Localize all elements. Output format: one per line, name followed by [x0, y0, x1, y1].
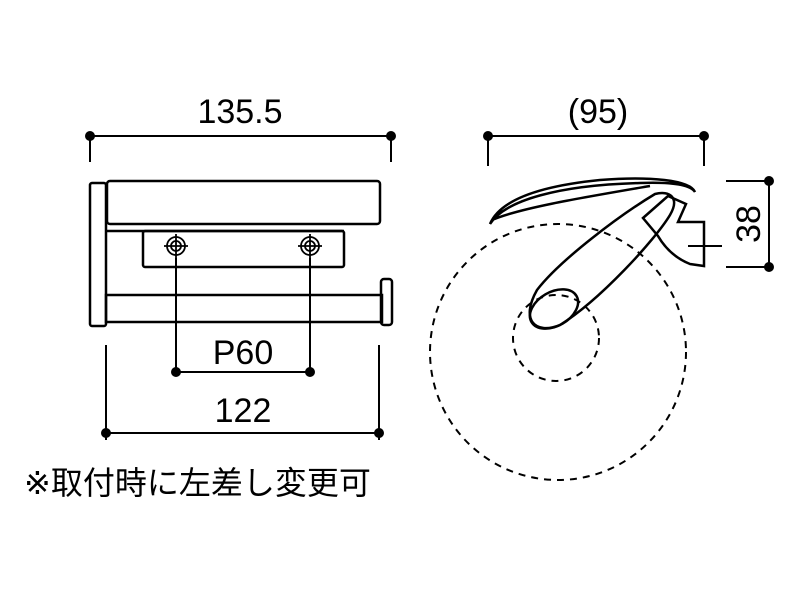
dimension-pitch: [171, 258, 315, 377]
wall-bracket: [641, 194, 706, 268]
wall-plate: [88, 181, 108, 328]
side-view: [429, 177, 722, 481]
paper-roll-outline: [429, 223, 687, 481]
dimension-depth: [483, 131, 709, 166]
mounting-note: ※取付時に左差し変更可: [24, 464, 371, 502]
arm-end: [528, 288, 580, 330]
overall-width-label: 135.5: [197, 93, 282, 131]
dimension-overall-width: [85, 131, 396, 162]
dimension-bar-width: [101, 345, 384, 440]
paper-core-outline: [512, 294, 600, 382]
depth-label: (95): [568, 93, 628, 131]
cover-arc: [488, 177, 697, 225]
pitch-label: P60: [213, 334, 274, 372]
front-view: [88, 179, 394, 328]
height-label: 38: [730, 205, 768, 243]
bar-end-cap: [379, 277, 394, 327]
shelf-cover: [105, 179, 382, 226]
dimension-height: [726, 176, 774, 272]
bar-width-label: 122: [215, 392, 272, 430]
screw-icon: [298, 234, 322, 258]
arm: [528, 191, 676, 330]
screw-icon: [164, 234, 188, 258]
paper-bar: [104, 293, 384, 324]
mount-bracket: [141, 229, 346, 269]
